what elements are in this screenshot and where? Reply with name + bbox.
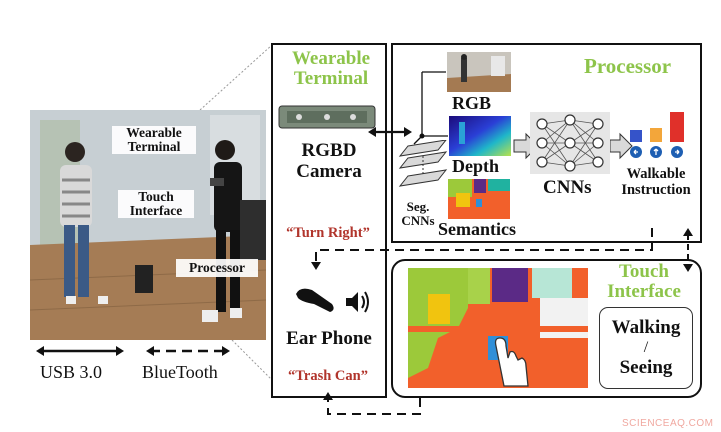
arrow-to-instruction xyxy=(609,132,633,160)
bar-right xyxy=(670,112,684,142)
processor-title: Processor xyxy=(584,54,672,78)
wearable-terminal-title: Wearable Terminal xyxy=(291,48,371,89)
label-touch-interface: Touch Interface xyxy=(118,190,194,218)
rgb-label: RGB xyxy=(452,93,492,113)
depth-image xyxy=(449,116,511,156)
mode-walking: Walking xyxy=(611,317,681,338)
connector-bottom xyxy=(231,339,273,381)
rgbd-camera-label: RGBD Camera xyxy=(296,140,362,182)
mode-separator: / xyxy=(643,339,649,356)
msg-turn-right: “Turn Right” xyxy=(286,225,370,241)
watermark: SCIENCEAQ.COM xyxy=(622,418,714,429)
processor-earphone-link xyxy=(315,228,653,264)
semantics-label: Semantics xyxy=(438,219,516,239)
depth-label: Depth xyxy=(452,156,500,176)
seg-cnns-icon xyxy=(398,140,448,187)
label-wearable-terminal: Wearable Terminal xyxy=(112,126,196,154)
touch-earphone-link xyxy=(327,398,421,415)
ear-phone-image xyxy=(296,288,369,313)
mode-seeing: Seeing xyxy=(619,357,673,378)
mode-toggle[interactable]: Walking / Seeing xyxy=(599,307,693,389)
finger-touch-icon xyxy=(494,337,529,387)
touch-interface-title: Touch Interface xyxy=(607,261,681,302)
ear-phone-label: Ear Phone xyxy=(286,328,372,349)
connector-top xyxy=(199,44,273,111)
touch-semantic-map xyxy=(408,268,588,388)
bar-forward xyxy=(650,128,662,142)
earphone-icon xyxy=(296,288,334,312)
walkable-bars-icon xyxy=(630,112,684,158)
scene-photo: Wearable Terminal Touch Interface Proces… xyxy=(30,110,266,340)
rgb-image xyxy=(447,52,511,92)
speaker-icon xyxy=(346,292,358,312)
label-processor: Processor xyxy=(176,259,258,277)
processor-panel xyxy=(391,43,702,243)
legend-bluetooth: BlueTooth xyxy=(142,362,218,382)
msg-trash-can: “Trash Can” xyxy=(288,368,368,384)
cnn-network-icon xyxy=(530,112,610,174)
rgbd-camera-image xyxy=(278,105,376,129)
legend-arrows xyxy=(36,346,230,356)
scene-illustration xyxy=(30,110,266,340)
semantics-image xyxy=(448,179,510,219)
seg-cnns-label: Seg. CNNs xyxy=(401,199,435,228)
legend-usb: USB 3.0 xyxy=(40,362,103,382)
walkable-instruction-label: Walkable Instruction xyxy=(621,166,691,198)
bar-left xyxy=(630,130,642,142)
touch-interface-panel xyxy=(391,259,702,398)
cnns-label: CNNs xyxy=(543,177,592,198)
